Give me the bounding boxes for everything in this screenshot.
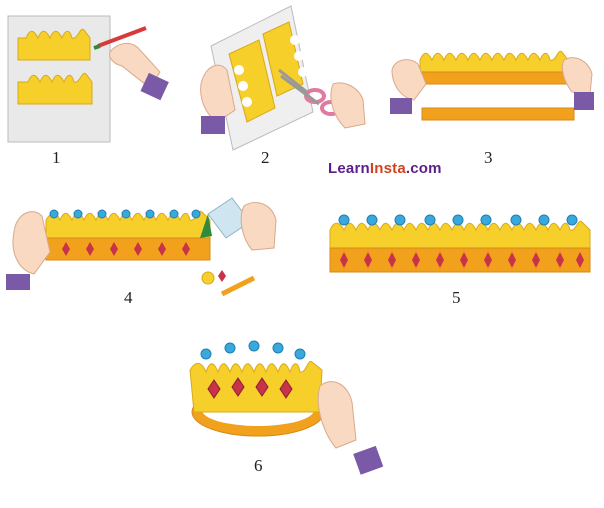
crown-ring-icon	[189, 340, 384, 475]
brand-watermark: LearnInsta.com	[328, 160, 442, 177]
draw-crown-outline-icon	[7, 15, 169, 143]
step-6-number: 6	[254, 456, 263, 475]
step-1-number: 1	[52, 148, 61, 167]
cut-crown-scissors-icon	[200, 5, 366, 151]
step-3-number: 3	[484, 148, 493, 167]
step-4-number: 4	[124, 288, 133, 307]
step-5-illustration: 5	[326, 200, 596, 312]
step-1-illustration: 1	[0, 0, 200, 167]
join-strips-icon	[390, 50, 594, 121]
glue-decorations-icon	[6, 197, 277, 297]
step-3-illustration: 3	[388, 36, 598, 176]
brand-part-insta: Insta	[369, 160, 406, 177]
step-4-illustration: 4	[0, 192, 290, 312]
step-2-illustration: 2	[195, 0, 375, 175]
brand-part-com: .com	[405, 160, 442, 177]
step-2-number: 2	[261, 148, 270, 167]
brand-part-learn: Learn	[328, 160, 370, 177]
step-5-number: 5	[452, 288, 461, 307]
step-6-illustration: 6	[180, 330, 400, 506]
finished-crown-strip-icon	[329, 214, 591, 273]
